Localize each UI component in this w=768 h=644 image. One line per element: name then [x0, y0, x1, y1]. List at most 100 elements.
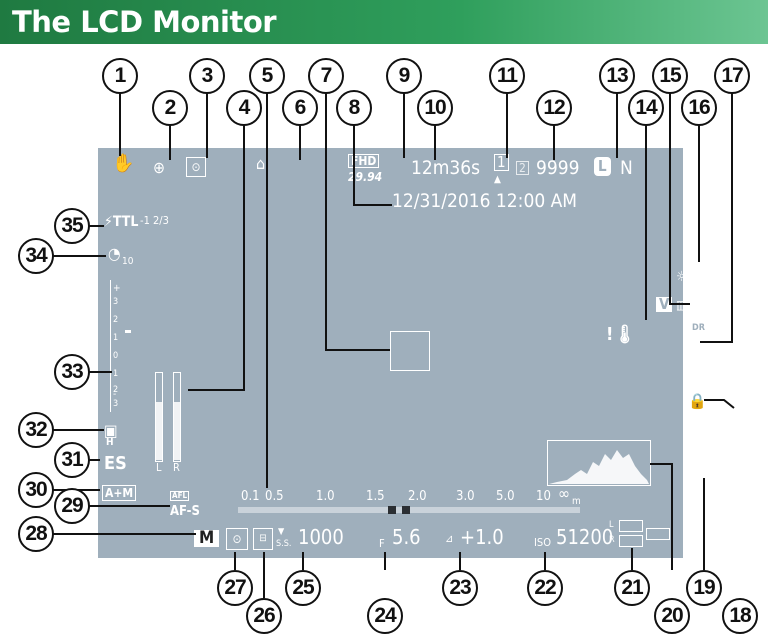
shooting-mode: M — [194, 530, 220, 547]
drive-mode-value: H — [106, 437, 114, 448]
shutter-prefix: S.S. — [276, 539, 292, 549]
flash-mode-text: TTL — [112, 214, 139, 230]
callout-1: 1 — [102, 58, 138, 94]
focus-lock-badge: AFL — [170, 491, 190, 501]
distance-label: 1.0 — [316, 489, 335, 504]
callout-18: 18 — [722, 598, 758, 634]
image-quality: N — [620, 157, 633, 179]
distance-label: 3.0 — [456, 489, 475, 504]
date-time: 12/31/2016 12:00 AM — [392, 190, 578, 212]
callout-4: 4 — [226, 90, 262, 126]
callout-5: 5 — [249, 58, 285, 94]
callout-34: 34 — [18, 238, 54, 274]
self-timer-icon: ◔ — [108, 244, 121, 263]
self-timer-value: 10 — [122, 256, 134, 267]
focus-frame — [390, 331, 430, 371]
shutter-dial-icon: ▼ — [278, 527, 285, 537]
callout-7: 7 — [308, 58, 344, 94]
shutter-type: ES — [104, 453, 127, 474]
lens-icon: ⊙ — [186, 157, 206, 177]
exposure-scale-label: 2 — [113, 315, 119, 325]
dynamic-range-label: DR — [689, 324, 708, 333]
callout-21: 21 — [614, 570, 650, 606]
focus-mode: AF-S — [170, 504, 200, 519]
callout-3: 3 — [189, 58, 225, 94]
callout-25: 25 — [285, 570, 321, 606]
iso-prefix: ISO — [534, 536, 551, 549]
film-simulation: V — [656, 297, 673, 312]
callout-26: 26 — [246, 598, 282, 634]
callout-6: 6 — [282, 90, 318, 126]
callout-33: 33 — [54, 354, 90, 390]
distance-marker-far — [402, 506, 410, 514]
callout-24: 24 — [367, 598, 403, 634]
lcd-screen: ✋ ⊕ ⊙ ⌂ FHD 29.94 12m36s 1 ▲ 2 9999 L N … — [98, 148, 719, 558]
battery-body-icon — [646, 528, 670, 540]
exposure-scale-label: 1 — [113, 333, 119, 343]
callout-29: 29 — [54, 488, 90, 524]
metering-icon: ⊙ — [226, 528, 248, 550]
callout-2: 2 — [152, 90, 188, 126]
callout-20: 20 — [654, 598, 690, 634]
boost-mode: BOOST — [688, 463, 720, 473]
exposure-scale-label: 0 — [113, 351, 119, 361]
focus-assist-mode: A+M — [102, 485, 137, 501]
audio-channel-r: R — [173, 461, 180, 474]
callout-32: 32 — [18, 412, 54, 448]
distance-label: 10 — [536, 489, 551, 504]
callout-31: 31 — [54, 442, 90, 478]
zoom-icon: ⊕ — [153, 158, 166, 177]
performance-gauge-icon: ◑ — [692, 445, 703, 461]
distance-label: 1.5 — [366, 489, 385, 504]
flash-compensation: -1 2/3 — [140, 214, 169, 227]
exposure-pointer — [125, 330, 131, 333]
aperture-value: 5.6 — [392, 525, 421, 549]
white-balance-index: 1 — [690, 280, 696, 290]
distance-label: 0.1 — [241, 489, 260, 504]
movie-quality-badge: FHD — [348, 154, 380, 168]
callout-35: 35 — [54, 208, 90, 244]
exposure-minus-mark: - — [113, 389, 117, 400]
callout-28: 28 — [18, 516, 54, 552]
exposure-scale-label: 2 — [113, 385, 119, 395]
exposure-scale-label: 1 — [113, 369, 119, 379]
battery-label-r: R — [609, 535, 615, 545]
callout-19: 19 — [686, 570, 722, 606]
callout-17: 17 — [714, 58, 750, 94]
title-banner: The LCD Monitor — [0, 0, 768, 44]
distance-label: 0.5 — [265, 489, 284, 504]
card-slot-1: 1 — [494, 154, 509, 171]
callout-12: 12 — [536, 90, 572, 126]
card-slot-2: 2 — [516, 161, 529, 175]
white-balance-icon: ☼ — [676, 269, 688, 285]
location-icon: ⌂ — [256, 154, 266, 173]
shutter-speed: 1000 — [298, 525, 344, 549]
control-lock-icon: 🔒 — [688, 392, 707, 410]
audio-level-meter: L R — [153, 372, 185, 474]
image-size-badge: L — [594, 157, 611, 176]
exposure-scale-label: 3 — [113, 297, 119, 307]
distance-infinity: ∞ — [558, 484, 570, 503]
flash-mode: ⚡TTL — [104, 214, 139, 230]
callout-15: 15 — [652, 58, 688, 94]
movie-frame-rate: 29.94 — [348, 170, 383, 184]
callout-14: 14 — [628, 90, 664, 126]
distance-label: 5.0 — [496, 489, 515, 504]
callout-23: 23 — [442, 570, 478, 606]
callout-30: 30 — [18, 472, 54, 508]
distance-marker-near — [388, 506, 396, 514]
distance-label: 2.0 — [408, 489, 427, 504]
frames-remaining: 9999 — [536, 157, 580, 179]
drive-mode-icon: ▣ — [104, 421, 118, 440]
card-slot-arrow-icon: ▲ — [494, 174, 501, 185]
callout-22: 22 — [527, 570, 563, 606]
exposure-lock-icon: ⊟ — [253, 528, 273, 550]
aperture-prefix: F — [379, 537, 385, 550]
callout-8: 8 — [336, 90, 372, 126]
record-time: 12m36s — [411, 157, 481, 179]
callout-11: 11 — [489, 58, 525, 94]
callout-10: 10 — [417, 90, 453, 126]
exposure-indicator: + 3 2 1 0 1 2 3 - — [110, 280, 131, 412]
exposure-compensation: +1.0 — [460, 525, 504, 549]
